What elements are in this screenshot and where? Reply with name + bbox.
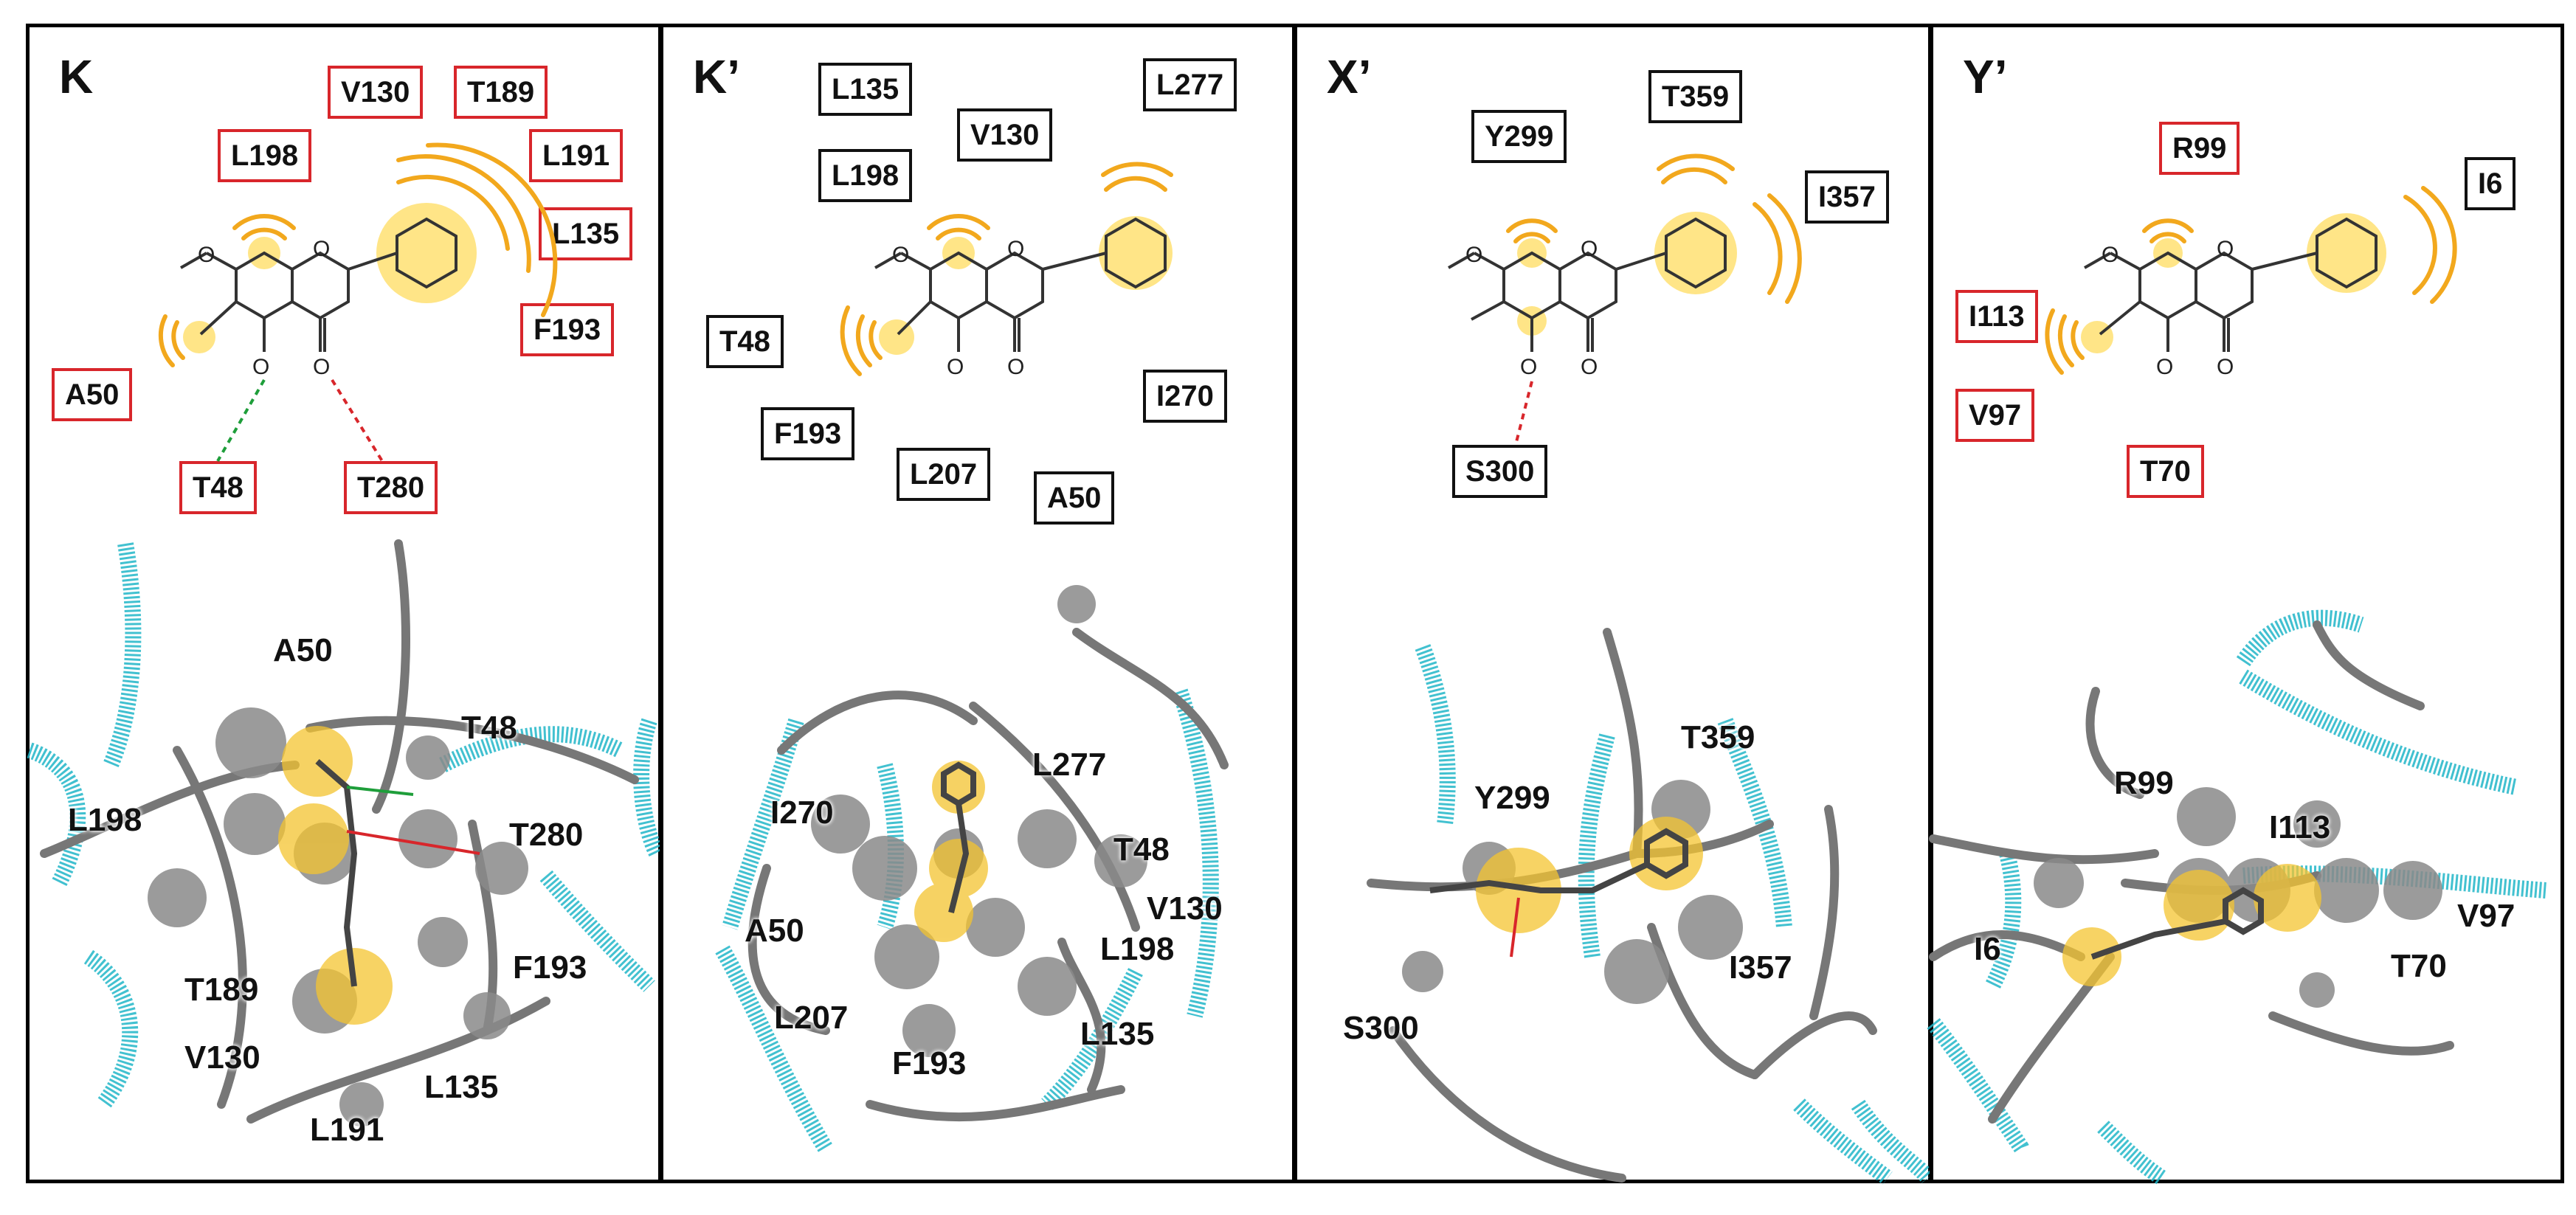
scene-label: T48 (1113, 831, 1170, 868)
scene-label: F193 (892, 1045, 967, 1081)
svg-text:O: O (892, 243, 909, 267)
scene-label: A50 (273, 632, 333, 668)
svg-text:O: O (1465, 243, 1482, 267)
hbond-lines (216, 378, 384, 463)
scene-label: T280 (509, 817, 584, 853)
residue-box: V130 (957, 108, 1053, 162)
hydrophobic-arcs (158, 142, 558, 367)
svg-text:O: O (2217, 355, 2234, 379)
scene-label: L135 (1080, 1016, 1155, 1052)
residue-box: F193 (761, 407, 855, 460)
svg-text:O: O (198, 243, 215, 267)
svg-text:O: O (2102, 243, 2119, 267)
panel-letter: X’ (1327, 50, 1372, 103)
scene-label: T189 (184, 972, 259, 1008)
panel-k-prime: K’ L135 V130 L277 L198 T48 I270 F193 L20… (660, 24, 1296, 1183)
protein-3d-view (1367, 628, 1935, 1185)
scene-label: A50 (745, 913, 804, 949)
scene-label: R99 (2114, 765, 2174, 801)
ligand-2d-diagram: O O O O (2045, 186, 2457, 379)
residue-box: T359 (1648, 70, 1743, 123)
scene-label: I357 (1729, 949, 1792, 986)
svg-text:O: O (1581, 237, 1598, 261)
scene-label: L191 (310, 1112, 384, 1148)
residue-box: L198 (218, 129, 312, 182)
scene-label: T359 (1681, 719, 1755, 755)
residue-box: L198 (818, 149, 913, 202)
residue-box: L277 (1143, 58, 1237, 111)
scene-label: L135 (424, 1069, 499, 1105)
residue-box: T48 (706, 315, 784, 368)
protein-3d-view (1927, 609, 2546, 1185)
residue-box: I270 (1143, 370, 1227, 423)
panel-letter: K’ (693, 50, 740, 103)
scene-label: L277 (1032, 747, 1107, 783)
panel-y-prime: Y’ R99 I6 I113 V97 T70 (1927, 24, 2564, 1185)
svg-text:O: O (947, 355, 964, 379)
svg-text:O: O (252, 355, 269, 379)
panel-letter: K (59, 50, 94, 103)
ligand-3d-sticks (315, 758, 480, 987)
residue-box: L191 (529, 129, 624, 182)
residue-box: I113 (1955, 290, 2038, 343)
scene-label: F193 (513, 949, 587, 986)
scene-label: I270 (770, 795, 834, 831)
scene-label: V130 (184, 1039, 260, 1076)
residue-box: Y299 (1471, 110, 1567, 163)
scene-label: T70 (2391, 948, 2447, 984)
residue-box: V130 (328, 66, 424, 119)
scene-label: V130 (1147, 890, 1223, 927)
scene-label: Y299 (1474, 780, 1550, 816)
svg-text:O: O (2217, 237, 2234, 261)
residue-box: L207 (897, 448, 991, 501)
scene-label: V97 (2457, 898, 2515, 934)
scene-label: T48 (461, 710, 517, 746)
residue-box: T48 (179, 461, 257, 514)
residue-box: A50 (1034, 471, 1115, 525)
residue-box: A50 (52, 368, 133, 421)
ligand-2d-diagram: O O O O (158, 142, 558, 463)
panel-letter: Y’ (1963, 50, 2008, 103)
scene-label: I113 (2269, 809, 2331, 845)
ligand-2d-diagram: O O O O (1448, 153, 1802, 446)
svg-text:O: O (313, 355, 330, 379)
residue-box: T70 (2127, 445, 2204, 498)
panel-x-prime: X’ Y299 T359 I357 S300 (1294, 24, 1935, 1185)
scene-label: L198 (1100, 931, 1175, 967)
residue-box: R99 (2159, 122, 2240, 175)
panel-k: K V130 T189 L198 L191 L135 F193 A50 T48 … (26, 24, 664, 1183)
residue-spheres (148, 707, 528, 1126)
residue-box: T189 (454, 66, 548, 119)
protein-3d-view (27, 539, 664, 1126)
svg-text:O: O (313, 237, 330, 261)
svg-text:O: O (2156, 355, 2173, 379)
scene-label: L207 (774, 1000, 849, 1036)
residue-box: V97 (1955, 389, 2035, 442)
scene-label: L198 (68, 802, 142, 838)
residue-box: I357 (1805, 170, 1889, 224)
residue-box: T280 (344, 461, 438, 514)
residue-box: L135 (818, 63, 913, 116)
scene-label: S300 (1343, 1010, 1419, 1046)
ligand-2d-diagram: O O O O (840, 162, 1173, 379)
flavanone-skeleton (180, 217, 457, 352)
residue-box: F193 (520, 303, 615, 356)
residue-box: S300 (1452, 445, 1548, 498)
svg-text:O: O (1581, 355, 1598, 379)
svg-text:O: O (1007, 237, 1024, 261)
residue-box: I6 (2465, 157, 2516, 210)
svg-text:O: O (1520, 355, 1537, 379)
protein-3d-view (715, 585, 1229, 1153)
hydrophobic-glow (183, 203, 477, 353)
svg-text:O: O (1007, 355, 1024, 379)
ribbon-sheets (27, 542, 664, 1110)
scene-label: I6 (1974, 931, 2001, 967)
